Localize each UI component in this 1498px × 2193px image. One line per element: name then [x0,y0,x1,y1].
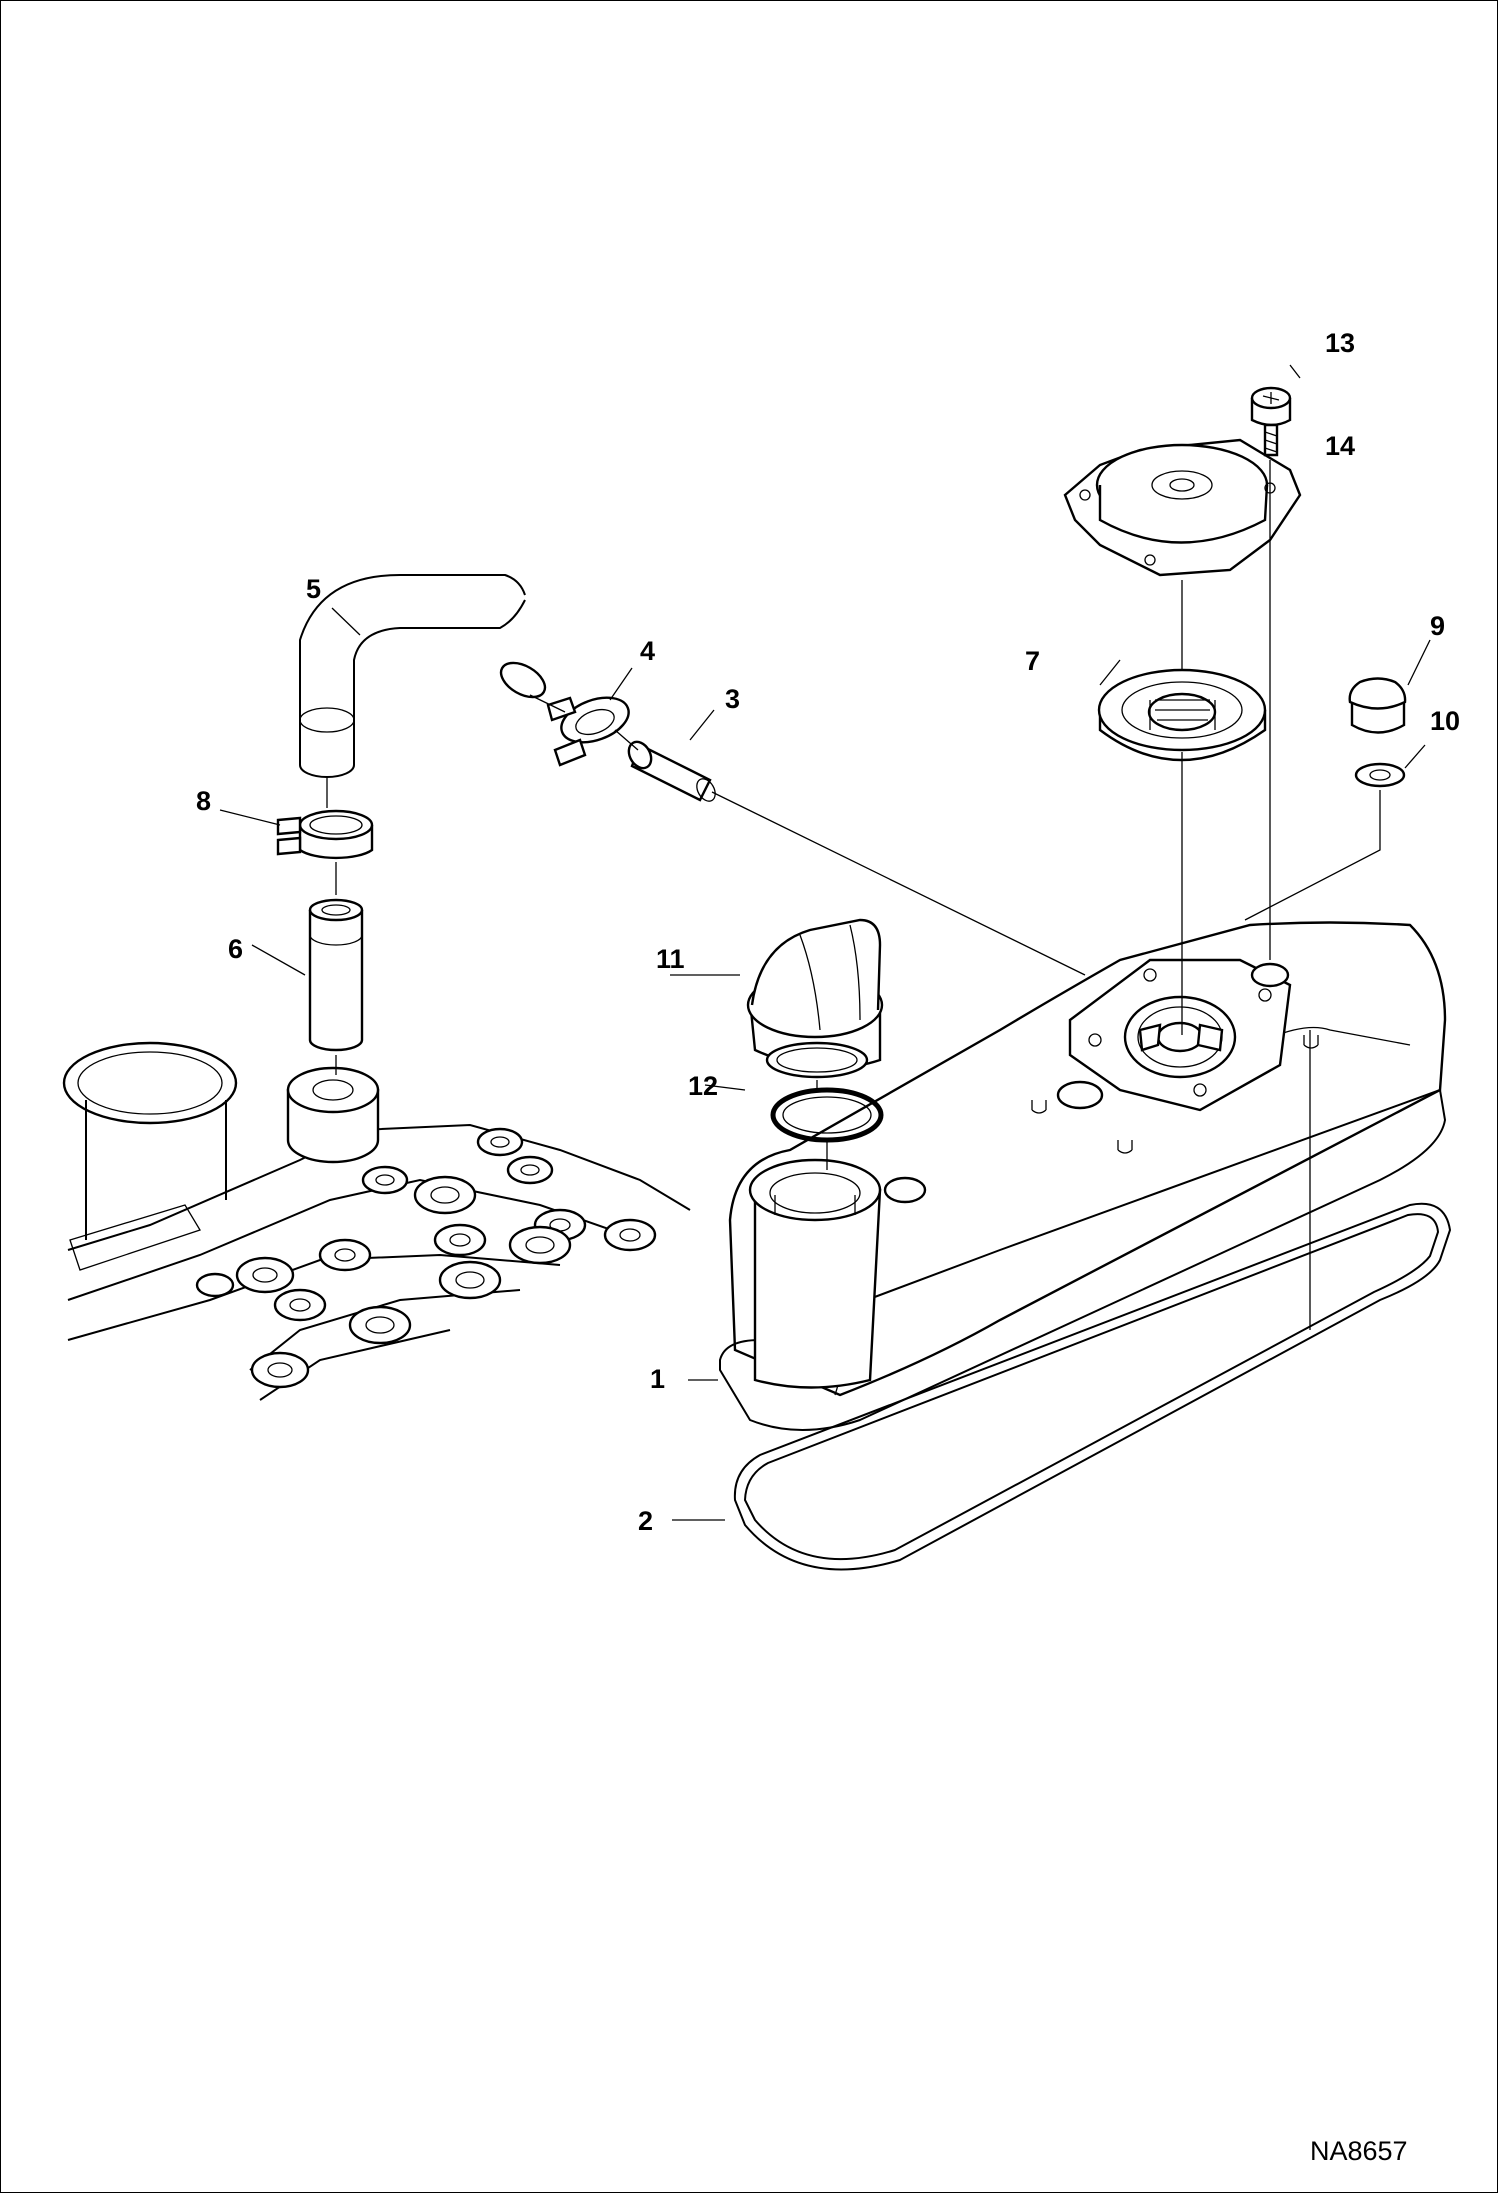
callout-labels: 1 2 3 4 5 6 7 8 9 10 11 12 13 14 NA8657 [196,328,1460,2166]
callout-9: 9 [1430,611,1445,641]
cylinder-head [62,1041,691,1401]
part-5-breather-hose [299,574,547,778]
part-13-screw [1250,386,1292,457]
callout-3: 3 [725,684,740,714]
callout-8: 8 [196,786,211,816]
callout-2: 2 [638,1506,653,1536]
part-14-breather-cover [1063,438,1302,577]
part-1-valve-cover [719,921,1447,1431]
part-8-hose-clamp [276,809,374,860]
drawing-code: NA8657 [1310,2136,1408,2166]
callout-1: 1 [650,1364,665,1394]
callout-10: 10 [1430,706,1460,736]
part-10-washer [1354,762,1406,788]
part-6-fitting [308,898,364,1052]
callout-leaders [219,364,1431,1521]
part-7-breather-element [1097,668,1267,762]
callout-4: 4 [640,636,655,666]
callout-12: 12 [688,1071,718,1101]
part-2-gasket [733,1202,1452,1571]
part-11-oil-filler-cap [746,918,884,1079]
callout-11: 11 [656,944,685,974]
part-3-tube-fitting [627,740,716,802]
part-9-cap [1348,677,1407,734]
callout-7: 7 [1025,646,1040,676]
assembly-lines [326,460,1381,1330]
part-4-hose-clamp [546,696,630,767]
callout-14: 14 [1325,431,1355,461]
callout-6: 6 [228,934,243,964]
callout-5: 5 [306,574,321,604]
callout-13: 13 [1325,328,1355,358]
